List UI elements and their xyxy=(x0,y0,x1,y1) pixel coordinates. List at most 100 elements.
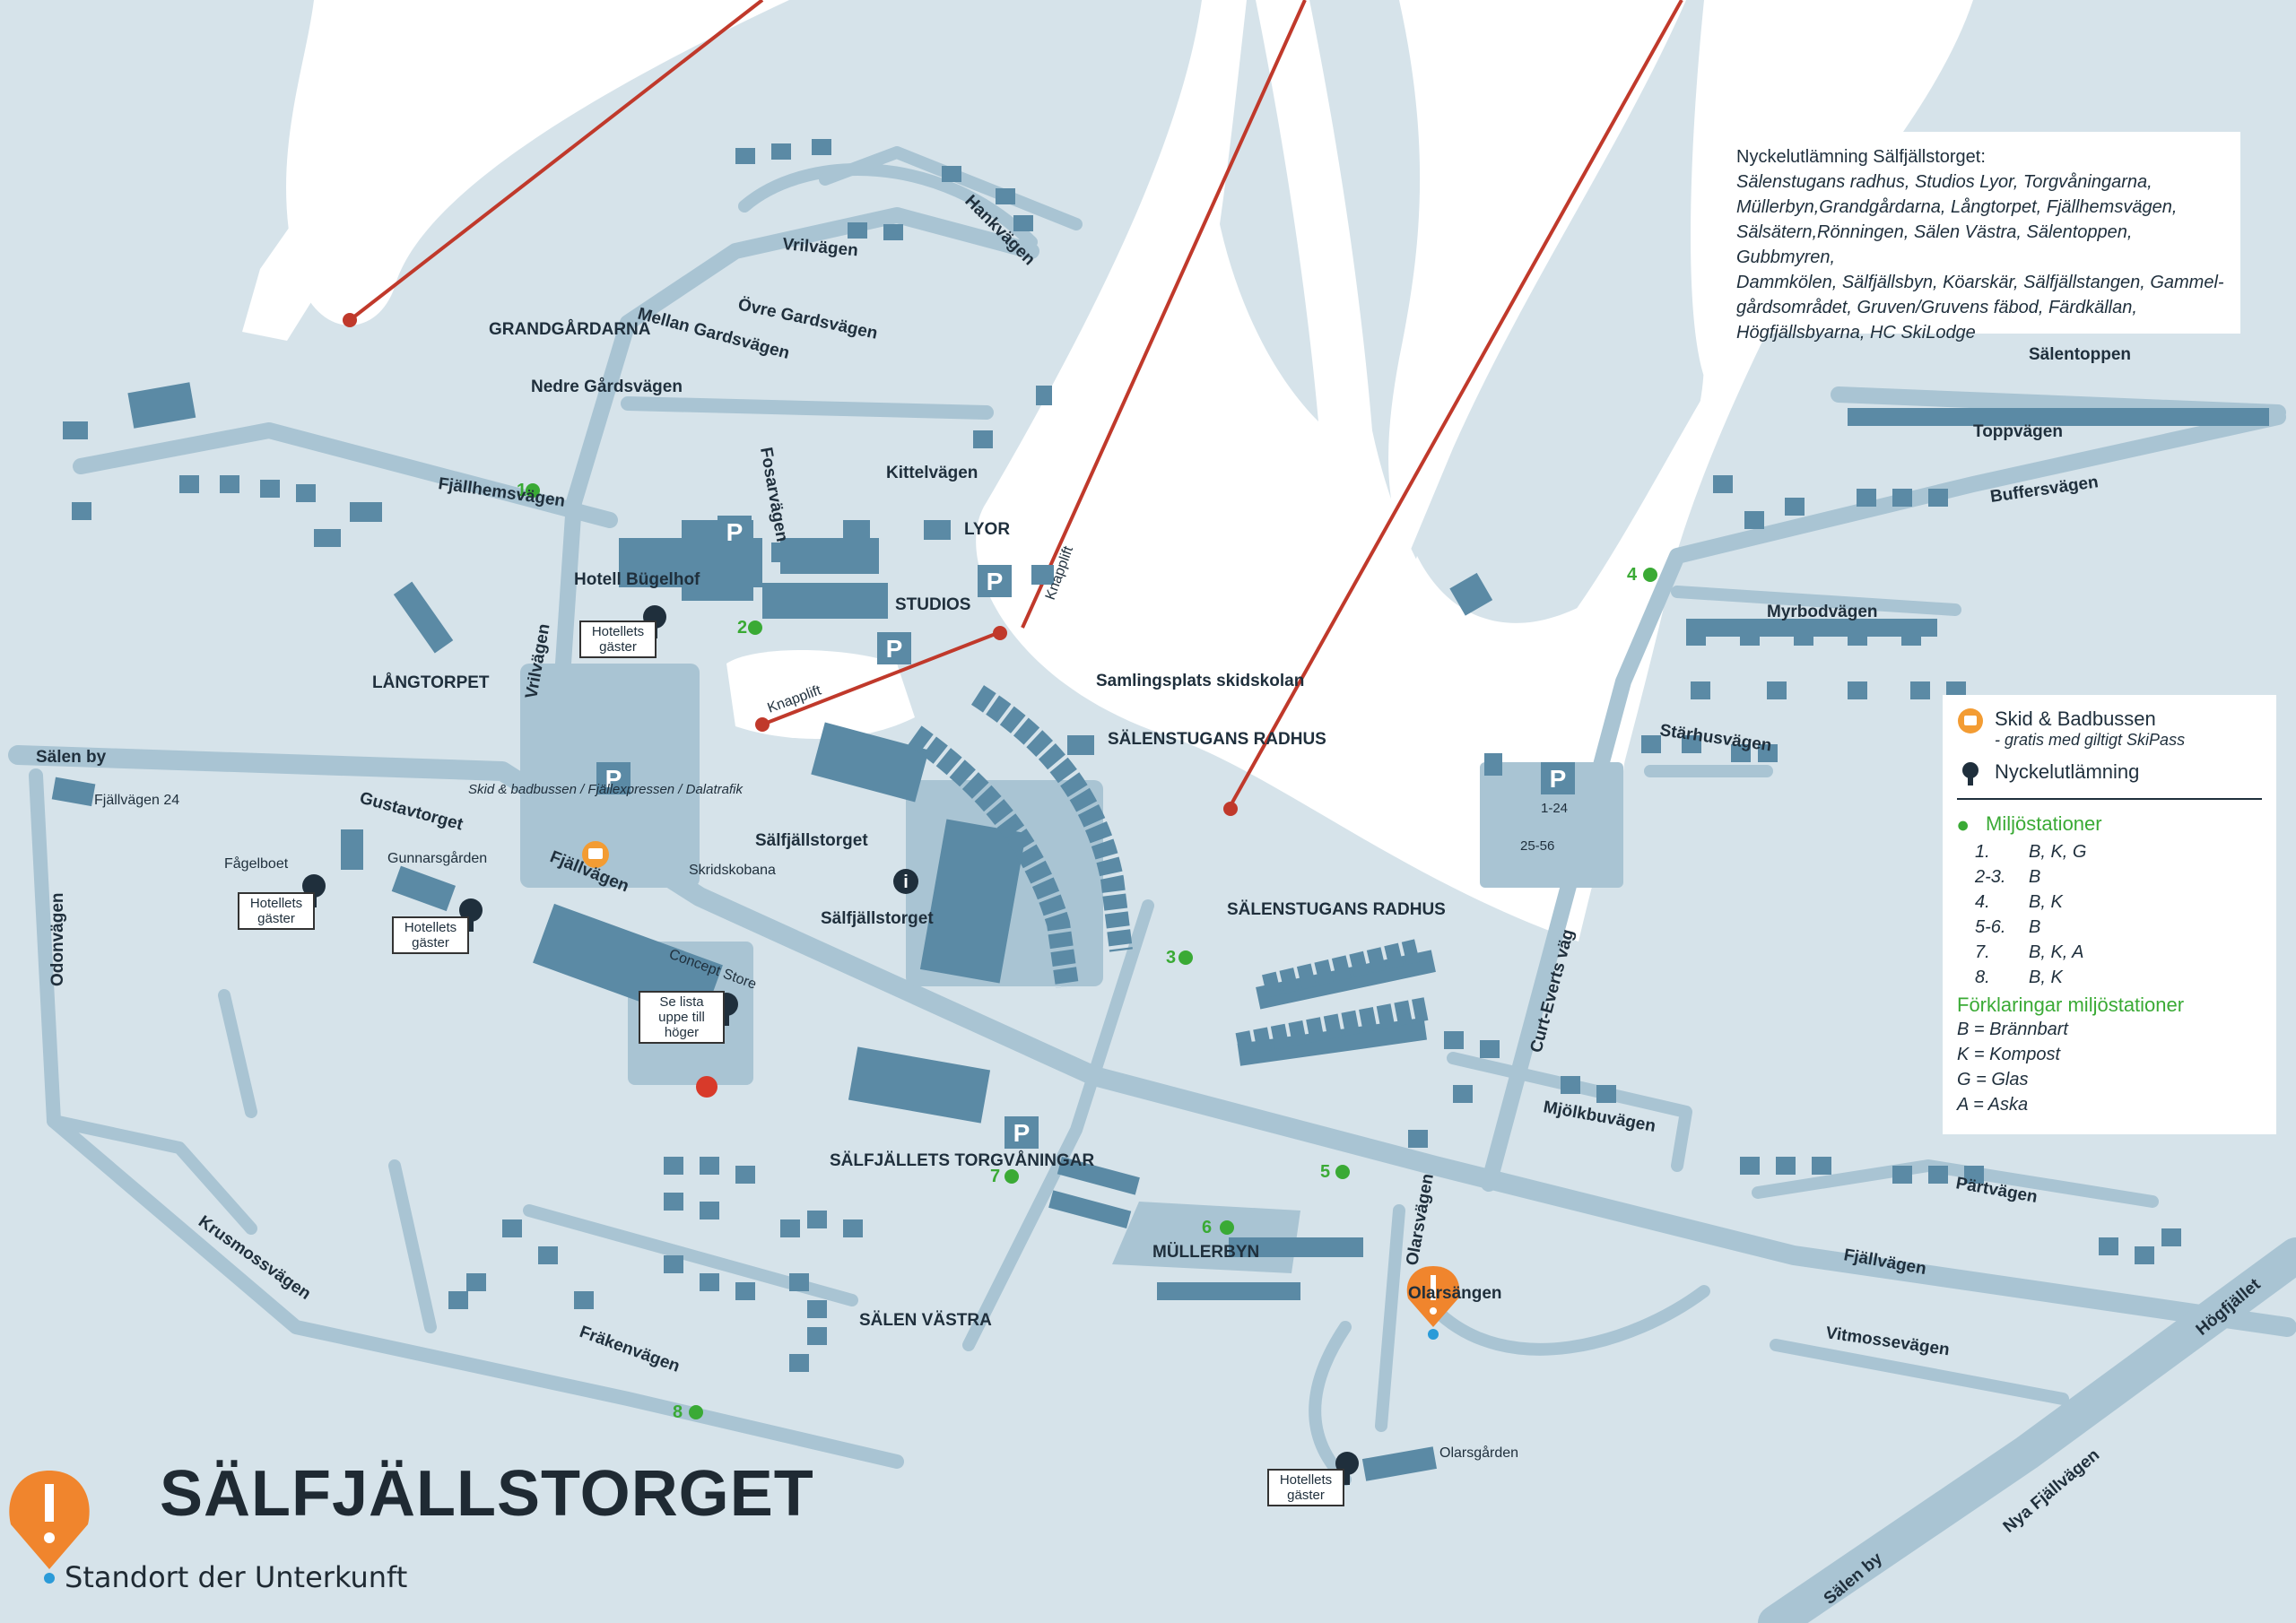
area-langtorpet: LÅNGTORPET xyxy=(372,673,490,692)
road-fjallvagen-24: Fjällvägen 24 xyxy=(94,793,179,808)
wifi-icon xyxy=(696,1076,718,1098)
area-salen-vastra: SÄLEN VÄSTRA xyxy=(859,1311,992,1330)
key-icon xyxy=(459,898,483,932)
location-pin-icon xyxy=(1406,1266,1460,1340)
parking-icon: P xyxy=(1541,762,1575,794)
area-salentoppen: Sälentoppen xyxy=(2029,345,2131,364)
area-samlingsplats-skidskolan: Samlingsplats skidskolan xyxy=(1096,672,1304,690)
svg-text:P: P xyxy=(726,518,744,546)
area-olarsgarden: Olarsgården xyxy=(1439,1445,1518,1461)
area-salfjallstorget-main: Sälfjällstorget xyxy=(755,831,868,850)
explanation-item: K = Kompost xyxy=(1957,1045,2061,1064)
legend-location-pin-icon xyxy=(9,1471,90,1584)
map-title: SÄLFJÄLLSTORGET xyxy=(160,1458,814,1530)
area-olarsangen: Olarsängen xyxy=(1408,1284,1502,1303)
road-myrbodvagen: Myrbodvägen xyxy=(1767,603,1878,621)
legend-env-row: Miljöstationer xyxy=(1957,812,2262,839)
legend-key-row: Nyckelutlämning xyxy=(1957,760,2262,787)
area-salfjallets-torgvaningar: SÄLFJÄLLETS TORGVÅNINGAR xyxy=(830,1151,1094,1170)
road-nedre-gardsvagen: Nedre Gårdsvägen xyxy=(531,378,683,396)
location-caption: Standort der Unterkunft xyxy=(65,1560,408,1594)
parking-icon: P xyxy=(978,565,1012,597)
ski-slopes xyxy=(242,0,1973,942)
environment-station-icon: 4 xyxy=(1627,565,1657,585)
houses xyxy=(72,139,2181,1372)
road-toppvagen: Toppvägen xyxy=(1973,422,2063,441)
station-id: 4. xyxy=(1975,892,1990,912)
legend-bus-row: Skid & Badbussen - gratis med giltigt Sk… xyxy=(1957,707,2262,750)
svg-text:P: P xyxy=(1550,765,1567,793)
environment-stations: 1 2 3 4 5 6 7 8 xyxy=(517,481,1657,1422)
station-codes: B, K xyxy=(2029,968,2063,987)
key-panel-line: Högfjällsbyarna, HC SkiLodge xyxy=(1736,323,1976,343)
area-lyor: LYOR xyxy=(964,520,1010,539)
hotel-guests-box: Hotellets gäster xyxy=(579,621,657,658)
station-codes: B xyxy=(2029,917,2041,937)
key-panel-line: gårdsområdet, Gruven/Gruvens fäbod, Färd… xyxy=(1736,298,2137,317)
parking-icon: P xyxy=(718,516,752,548)
area-parking-1-24: 1-24 xyxy=(1541,801,1568,816)
legend-divider xyxy=(1957,798,2262,800)
svg-text:6: 6 xyxy=(1202,1218,1212,1237)
explanation-item: B = Brännbart xyxy=(1957,1020,2068,1039)
key-handover-panel: Nyckelutlämning Sälfjällstorget: Sälenst… xyxy=(1722,132,2240,343)
svg-text:1: 1 xyxy=(517,481,526,500)
road-odonvagen: Odonvägen xyxy=(48,892,67,986)
svg-text:P: P xyxy=(1013,1119,1031,1147)
see-list-box: Se lista uppe till höger xyxy=(639,991,725,1044)
radhus-chains xyxy=(908,685,1429,1056)
svg-text:i: i xyxy=(903,872,909,892)
legend-key-label: Nyckelutlämning xyxy=(1995,760,2140,783)
map-legend: Skid & Badbussen - gratis med giltigt Sk… xyxy=(1943,695,2276,1134)
environment-station-icon: 3 xyxy=(1166,948,1193,968)
area-salenstugans-radhus-south: SÄLENSTUGANS RADHUS xyxy=(1227,900,1446,919)
legend-explanations: B = Brännbart K = Kompost G = Glas A = A… xyxy=(1957,1017,2262,1117)
parking-icons: P P P P P P xyxy=(596,516,1575,1149)
legend-bus-title: Skid & Badbussen xyxy=(1995,707,2156,730)
road-salen-by-west: Sälen by xyxy=(36,748,107,767)
station-codes: B, K, A xyxy=(2029,942,2084,962)
station-id: 1. xyxy=(1975,842,1990,862)
area-gunnarsgarden: Gunnarsgården xyxy=(387,850,487,866)
bus-stop-icon xyxy=(582,841,609,868)
hotel-guests-box: Hotellets gäster xyxy=(1267,1469,1344,1506)
explanation-item: G = Glas xyxy=(1957,1070,2029,1089)
key-panel-line: Sälenstugans radhus, Studios Lyor, Torgv… xyxy=(1736,172,2152,192)
area-grandgardarna: GRANDGÅRDARNA xyxy=(489,320,651,339)
key-panel-line: Dammkölen, Sälfjällsbyn, Köarskär, Sälfj… xyxy=(1736,273,2224,292)
area-bus-note: Skid & badbussen / Fjällexpressen / Dala… xyxy=(468,782,744,797)
area-salfjallstorget-info: Sälfjällstorget xyxy=(821,909,934,928)
environment-station-icon: 2 xyxy=(737,618,762,638)
area-hotell-bugelhof: Hotell Bügelhof xyxy=(574,570,700,589)
parking-icon: P xyxy=(877,632,911,664)
legend-bus-subtitle: - gratis med giltigt SkiPass xyxy=(1995,731,2186,749)
key-panel-title: Nyckelutlämning Sälfjällstorget: xyxy=(1736,147,1986,167)
ski-lifts xyxy=(348,0,1683,810)
environment-station-icon: 1 xyxy=(517,481,540,500)
legend-stations: 1.B, K, G 2-3.B 4.B, K 5-6.B 7.B, K, A 8… xyxy=(1957,839,2262,990)
environment-station-icon: 8 xyxy=(673,1402,703,1422)
svg-text:P: P xyxy=(605,765,622,793)
svg-text:7: 7 xyxy=(990,1167,1000,1186)
station-codes: B xyxy=(2029,867,2041,887)
hotel-guests-box: Hotellets gäster xyxy=(238,892,315,930)
parking-icon: P xyxy=(596,762,631,794)
station-id: 7. xyxy=(1975,942,1990,962)
environment-station-icon xyxy=(1958,820,1968,831)
legend-env-title: Miljöstationer xyxy=(1986,812,2102,835)
svg-text:2: 2 xyxy=(737,618,747,638)
roads xyxy=(8,146,2296,1623)
svg-text:3: 3 xyxy=(1166,948,1176,968)
svg-text:4: 4 xyxy=(1627,565,1638,585)
key-panel-line: Sälsätern,Rönningen, Sälen Västra, Sälen… xyxy=(1736,222,2133,267)
road-kittelvagen: Kittelvägen xyxy=(886,464,978,482)
area-parking-25-56: 25-56 xyxy=(1520,838,1554,854)
area-skridskobana: Skridskobana xyxy=(689,863,776,878)
lift-stations xyxy=(343,313,1238,816)
bus-icon xyxy=(1958,708,1983,733)
station-id: 2-3. xyxy=(1975,867,2006,887)
environment-station-icon: 7 xyxy=(990,1167,1019,1186)
key-panel-line: Müllerbyn,Grandgårdarna, Långtorpet, Fjä… xyxy=(1736,197,2178,217)
environment-station-icon: 6 xyxy=(1202,1218,1234,1237)
key-icon xyxy=(1962,762,1979,785)
